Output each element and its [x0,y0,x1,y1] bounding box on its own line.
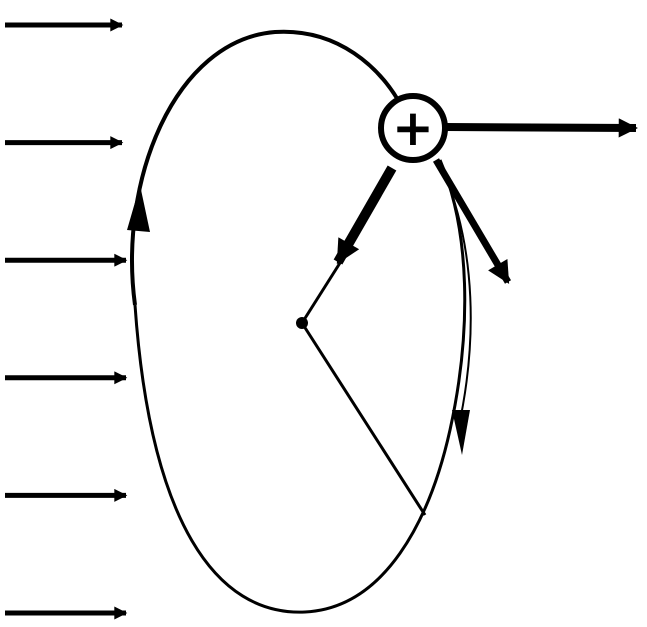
external-field-arrows [5,18,128,620]
direction-arrow-icon [127,185,150,232]
direction-arrow-icon [452,410,470,455]
charge-symbol: + [392,99,434,157]
orbit-ellipse [130,29,400,306]
orbit-center-dot [296,317,308,329]
plus-icon: + [378,93,448,163]
radius-line-lower [300,322,427,516]
force-arrow-right [445,118,638,138]
charge-circle [378,93,448,163]
orbit-ellipse-right [133,159,467,614]
radius-line-to-charge [300,254,347,324]
force-arrow-to-center [333,165,397,265]
orbit-ellipse-inner-stroke [444,174,472,431]
force-arrow-velocity [432,158,512,284]
